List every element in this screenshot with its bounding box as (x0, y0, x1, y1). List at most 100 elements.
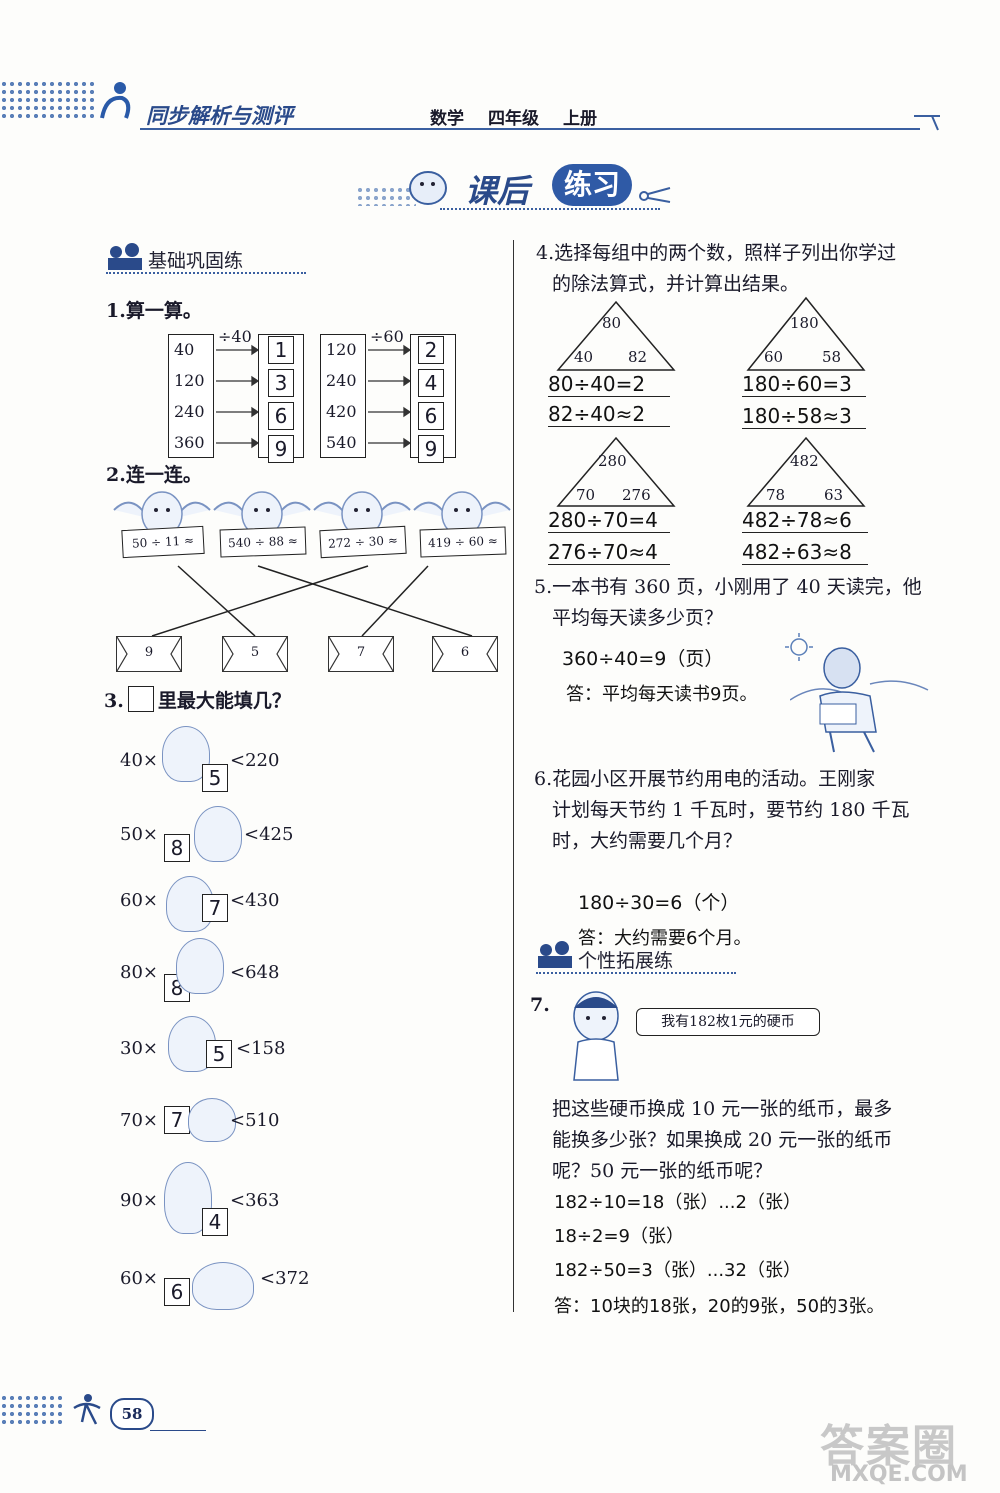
animal-icon (192, 1262, 254, 1310)
q3-label-text: 里最大能填几？ (157, 690, 291, 712)
section-basic-rule (106, 272, 306, 274)
q3-row-left: 80× (120, 962, 158, 983)
q3-row: 60× 6 <372 (120, 1258, 320, 1314)
q3-row: 60× 7 <430 (120, 876, 320, 936)
q7-work-line[interactable]: 182÷10=18（张）...2（张） (554, 1192, 801, 1213)
q4-label-2: 的除法算式，并计算出结果。 (552, 273, 800, 295)
q3-blank-box-icon (127, 686, 154, 712)
q6-work[interactable]: 180÷30=6（个） (578, 892, 740, 914)
q2-bird: 419 ÷ 60 ≈ (412, 488, 512, 568)
q3-row: 30× 5 <158 (120, 1016, 320, 1084)
q4-group: 482 78 63 482÷78≈6 482÷63≈8 (742, 436, 872, 570)
q2-bird: 272 ÷ 30 ≈ (312, 488, 412, 568)
q4-top: 180 (790, 314, 819, 332)
q1-left-answer-box[interactable]: 9 (268, 435, 294, 463)
q7-work-line[interactable]: 182÷50=3（张）...32（张） (554, 1260, 801, 1281)
q4-group: 180 60 58 180÷60=3 180÷58≈3 (742, 296, 872, 432)
q2-expr-card: 272 ÷ 30 ≈ (319, 525, 407, 559)
q2-expr-card: 50 ÷ 11 ≈ (121, 525, 205, 559)
banner-mascot-icon (400, 162, 452, 210)
q4-line[interactable]: 82÷40≈2 (548, 402, 670, 427)
q4-line[interactable]: 180÷60=3 (742, 372, 866, 397)
boy-reading-icon (789, 640, 930, 756)
q2-envelope-number: 6 (460, 645, 470, 660)
q1-right-answer-box[interactable]: 2 (418, 336, 444, 364)
animal-icon (188, 1098, 236, 1142)
q5-label-2: 平均每天读多少页？ (552, 607, 724, 629)
q7-text-1: 把这些硬币换成 10 元一张的纸币，最多 (552, 1098, 893, 1120)
q1-left-input-frame (168, 334, 214, 458)
header-grade: 四年级 (488, 109, 539, 129)
q2-envelope[interactable]: 5 (222, 636, 288, 672)
q2-envelope-number: 7 (356, 645, 366, 660)
q7-work-line[interactable]: 18÷2=9（张） (554, 1226, 684, 1247)
q3-row-left: 60× (120, 1268, 158, 1289)
q7-speech-bubble: 我有182枚1元的硬币 (636, 1008, 820, 1036)
banner-scissors-icon (636, 184, 672, 204)
q1-left-answer-box[interactable]: 1 (268, 336, 294, 364)
q3-answer-box[interactable]: 8 (164, 834, 190, 862)
column-divider (513, 240, 514, 1312)
header-arrow-icon (912, 112, 942, 132)
page-number: 58 (110, 1398, 154, 1430)
q3-answer-box[interactable]: 7 (202, 894, 228, 922)
q4-line[interactable]: 482÷78≈6 (742, 508, 868, 533)
q3-answer-box[interactable]: 6 (164, 1278, 190, 1306)
q1-right-arrows (368, 344, 410, 449)
q2-envelope[interactable]: 6 (432, 636, 498, 672)
series-logo-icon (96, 78, 136, 122)
q1-left-op: ÷40 (218, 327, 252, 346)
q2-bird: 50 ÷ 11 ≈ (112, 488, 212, 568)
q4-line[interactable]: 80÷40=2 (548, 372, 670, 397)
q1-label: 1.算一算。 (106, 300, 202, 322)
q1-left-answer-box[interactable]: 6 (268, 402, 294, 430)
q1-right-answer-box[interactable]: 6 (418, 402, 444, 430)
q6-label: 6.花园小区开展节约用电的活动。王刚家 (534, 768, 876, 790)
q3-answer-box[interactable]: 5 (202, 764, 228, 792)
q1-right-inputs: 120 240 420 540 (326, 334, 357, 458)
q4-line[interactable]: 276÷70≈4 (548, 540, 670, 565)
q1-left-answer-box[interactable]: 3 (268, 369, 294, 397)
q1-left-input: 40 (174, 340, 195, 359)
q1-left-input: 360 (174, 433, 205, 452)
section-basic-icon (106, 242, 146, 272)
q3-answer-box[interactable]: 5 (206, 1040, 232, 1068)
q4-group: 80 40 82 80÷40=2 82÷40≈2 (548, 300, 678, 432)
q3-answer-box[interactable]: 4 (202, 1208, 228, 1236)
q5-work[interactable]: 360÷40=9（页） (562, 648, 724, 670)
q3-answer-box[interactable]: 7 (164, 1106, 190, 1134)
q7-text-3: 呢？50 元一张的纸币呢？ (552, 1160, 773, 1182)
q3-row-right: <425 (244, 824, 294, 845)
q4-line[interactable]: 482÷63≈8 (742, 540, 868, 565)
q3-row-left: 50× (120, 824, 158, 845)
q1-right-input-frame (320, 334, 366, 458)
q2-envelope[interactable]: 7 (328, 636, 394, 672)
q7-answer[interactable]: 答：10块的18张，20的9张，50的3张。 (554, 1296, 885, 1317)
banner-title-b: 练习 (552, 164, 632, 206)
q2-connection-lines (151, 565, 473, 637)
boy-talking-icon (560, 988, 632, 1084)
q1-right-answer-box[interactable]: 4 (418, 369, 444, 397)
sun-icon (784, 632, 814, 662)
q5-answer[interactable]: 答：平均每天读书9页。 (566, 684, 758, 705)
animal-icon (194, 806, 242, 862)
q4-line[interactable]: 180÷58≈3 (742, 404, 866, 429)
watermark-logo: 答案圈 (820, 1421, 958, 1472)
q4-line[interactable]: 280÷70=4 (548, 508, 670, 533)
q2-label: 2.连一连。 (106, 464, 202, 486)
q2-envelope[interactable]: 9 (116, 636, 182, 672)
q4-left: 78 (766, 486, 786, 504)
q4-top: 80 (602, 314, 622, 332)
q3-row-left: 60× (120, 890, 158, 911)
q3-row-left: 30× (120, 1038, 158, 1059)
section-extend-title: 个性拓展练 (578, 950, 674, 972)
q4-top: 482 (790, 452, 819, 470)
footer-dot-pattern (0, 1394, 64, 1426)
q2-envelope-number: 9 (144, 645, 154, 660)
q4-triangle-icon (746, 296, 866, 371)
q1-right-answer-box[interactable]: 9 (418, 435, 444, 463)
q6-answer[interactable]: 答：大约需要6个月。 (578, 928, 752, 949)
q1-right-input: 540 (326, 433, 357, 452)
q4-label: 4.选择每组中的两个数，照样子列出你学过 (536, 242, 897, 264)
q1-right-op: ÷60 (370, 327, 404, 346)
